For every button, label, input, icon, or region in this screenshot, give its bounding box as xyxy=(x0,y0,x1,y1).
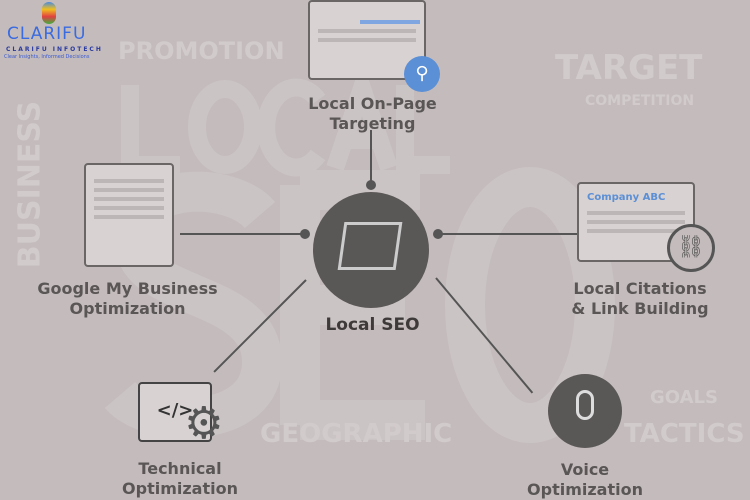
microphone-icon xyxy=(576,390,594,420)
bg-word: GOALS xyxy=(650,387,718,408)
link-chain-icon: ⛓ xyxy=(667,224,715,272)
logo-tagline: Clear Insights, Informed Decisions xyxy=(4,54,90,60)
connector xyxy=(180,233,305,235)
connector xyxy=(370,130,372,185)
code-icon: </> xyxy=(156,400,194,421)
local-seo-hub xyxy=(313,192,429,308)
center-label: Local SEO xyxy=(325,315,420,335)
bg-word: TACTICS xyxy=(624,419,745,449)
node-label: & Link Building xyxy=(571,299,709,318)
bg-word: TARGET xyxy=(555,48,703,88)
connector-dot xyxy=(433,229,443,239)
code-window: </> xyxy=(138,382,212,442)
gear-icon: ⚙ xyxy=(184,398,224,449)
node-label: Targeting xyxy=(329,114,416,133)
node-label: Google My Business xyxy=(37,279,218,298)
bg-word: BUSINESS xyxy=(12,100,48,269)
node-label: Optimization xyxy=(122,479,238,498)
bg-word: PROMOTION xyxy=(118,37,285,65)
voice-hub xyxy=(548,374,622,448)
connector-dot xyxy=(366,180,376,190)
connector-dot xyxy=(300,229,310,239)
node-label: Local Citations xyxy=(573,279,707,298)
node-citations: Local Citations& Link Building xyxy=(565,279,715,319)
bg-word: GEOGRAPHIC xyxy=(260,419,453,449)
gmb-illustration xyxy=(84,163,174,267)
node-label: Local On-Page xyxy=(308,94,437,113)
logo-company: CLARIFU INFOTECH xyxy=(6,46,103,53)
card-title: Company ABC xyxy=(587,192,666,203)
connector xyxy=(438,233,578,235)
node-label: Technical xyxy=(138,459,222,478)
node-label: Voice xyxy=(560,460,610,479)
bulb-icon xyxy=(42,2,56,24)
node-label: Optimization xyxy=(527,480,643,499)
logo-name: CLARIFU xyxy=(7,24,87,44)
node-label: Optimization xyxy=(69,299,186,318)
bg-word: COMPETITION xyxy=(585,93,695,109)
location-pin-icon: ⚲ xyxy=(404,56,440,92)
map-icon xyxy=(337,222,403,270)
